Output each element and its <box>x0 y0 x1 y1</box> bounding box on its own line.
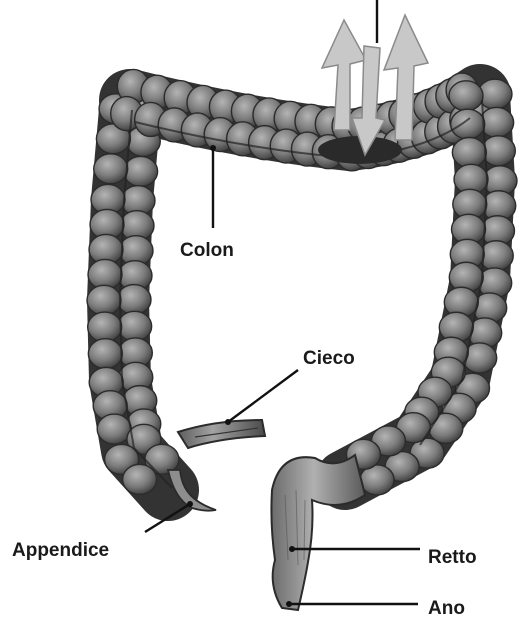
retto-leader-dot <box>289 546 295 552</box>
haustrum <box>118 311 152 341</box>
haustrum <box>451 109 485 139</box>
colon-label: Colon <box>180 240 234 261</box>
ano-label: Ano <box>428 598 465 619</box>
cieco-leader-dot <box>225 419 231 425</box>
cieco-leader-line <box>228 370 298 422</box>
colon-leader-dot <box>210 145 216 151</box>
appendice-leader-dot <box>187 501 193 507</box>
cieco-label: Cieco <box>303 348 355 369</box>
colon-body <box>87 69 517 495</box>
ileum <box>178 420 265 448</box>
haustrum <box>87 285 121 315</box>
ano-leader-dot <box>286 601 292 607</box>
sigmoid-rectum <box>271 455 365 610</box>
haustrum <box>97 414 131 444</box>
haustrum <box>123 464 157 494</box>
appendice-label: Appendice <box>12 540 109 561</box>
haustrum <box>449 81 483 111</box>
haustrum <box>452 137 486 167</box>
haustrum <box>88 312 122 342</box>
haustra <box>87 69 517 495</box>
haustrum <box>94 154 128 184</box>
haustrum <box>124 156 158 186</box>
retto-label: Retto <box>428 547 477 568</box>
haustrum <box>117 285 151 315</box>
haustrum <box>88 339 122 369</box>
